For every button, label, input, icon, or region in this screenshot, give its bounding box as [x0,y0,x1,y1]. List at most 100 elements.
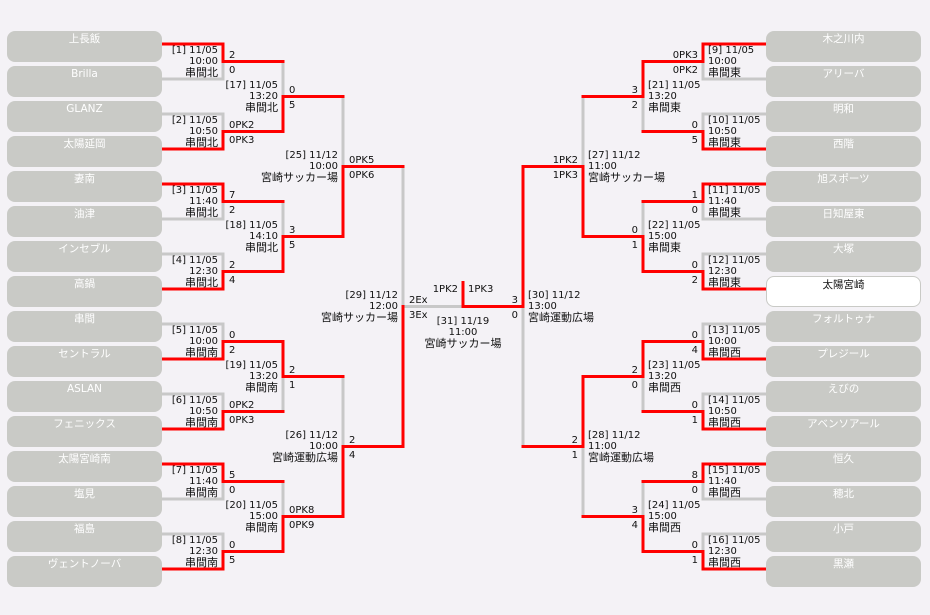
team-box[interactable]: 日知屋東 [766,206,921,237]
team-box[interactable]: 木之川内 [766,31,921,62]
match-time: 13:20 [249,370,278,382]
score: 4 [349,449,356,461]
score: 0PK8 [289,504,315,516]
team-box[interactable]: フォルトゥナ [766,311,921,342]
score: 2 [571,434,578,446]
match-number-date: [28] 11/12 [588,429,641,441]
match-venue: 串間北 [185,135,218,149]
team-box[interactable]: 黒瀬 [766,556,921,587]
score: 1PK2 [432,283,458,295]
match-venue: 串間南 [185,485,218,499]
match-time: 12:00 [369,300,398,312]
team-box[interactable]: 福島 [7,521,162,552]
score: 0 [691,204,698,216]
team-box[interactable]: GLANZ [7,101,162,132]
team-box[interactable]: インセブル [7,241,162,272]
score: 5 [691,134,698,146]
match-number-date: [8] 11/05 [171,534,218,546]
score: 5 [289,99,296,111]
score: 0PK6 [349,169,375,181]
team-box[interactable]: 明和 [766,101,921,132]
team-box[interactable]: ASLAN [7,381,162,412]
team-box[interactable]: 太陽延岡 [7,136,162,167]
score: 2 [631,99,638,111]
team-box[interactable]: 妻南 [7,171,162,202]
team-box[interactable]: アベンソアール [766,416,921,447]
score: 0 [691,119,698,131]
match-venue: 宮崎サッカー場 [321,310,398,324]
team-box[interactable]: セントラル [7,346,162,377]
match-time: 11:00 [588,440,617,452]
score: 7 [229,189,236,201]
team-box[interactable]: 旭スポーツ [766,171,921,202]
team-box[interactable]: 大塚 [766,241,921,272]
score: 0PK3 [229,414,255,426]
score: 5 [289,239,296,251]
match-time: 13:20 [249,90,278,102]
team-box[interactable]: 塩見 [7,486,162,517]
team-box[interactable]: アリーバ [766,66,921,97]
score: 1 [691,554,698,566]
team-box[interactable]: フェニックス [7,416,162,447]
match-time: 11:00 [448,326,478,338]
match-time: 11:40 [708,195,737,207]
match-number-date: [6] 11/05 [171,394,218,406]
match-number-date: [2] 11/05 [171,114,218,126]
team-box[interactable]: ヴェントノーバ [7,556,162,587]
match-time: 11:40 [708,475,737,487]
team-box[interactable]: Brilla [7,66,162,97]
score: 1PK3 [468,283,494,295]
team-box[interactable]: 小戸 [766,521,921,552]
score: 0 [229,64,236,76]
team-box[interactable]: えびの [766,381,921,412]
match-venue: 串間西 [648,380,681,394]
score: 4 [631,519,638,531]
match-time: 10:00 [189,55,218,67]
team-box[interactable]: プレジール [766,346,921,377]
score: 1 [691,189,698,201]
match-venue: 串間東 [648,100,681,114]
team-box[interactable]: 太陽宮崎南 [7,451,162,482]
team-box[interactable]: 高鍋 [7,276,162,307]
match-time: 15:00 [648,510,677,522]
team-box[interactable]: 恒久 [766,451,921,482]
match-number-date: [14] 11/05 [708,394,761,406]
match-number-date: [20] 11/05 [225,499,278,511]
score: 3 [631,504,638,516]
match-number-date: [27] 11/12 [588,149,641,161]
match-venue: 宮崎運動広場 [588,450,654,464]
score: 0PK9 [289,519,315,531]
team-box[interactable]: 西階 [766,136,921,167]
team-box[interactable]: 串間 [7,311,162,342]
match-time: 13:20 [648,90,677,102]
match-number-date: [1] 11/05 [171,44,218,56]
match-number-date: [21] 11/05 [648,79,701,91]
match-venue: 串間東 [708,135,741,149]
match-venue: 串間西 [708,555,741,569]
score: 0 [229,329,236,341]
score: 2 [289,364,296,376]
score: 2 [229,344,236,356]
match-number-date: [4] 11/05 [171,254,218,266]
team-box[interactable]: 太陽宮崎 [766,276,921,307]
team-box[interactable]: 穂北 [766,486,921,517]
team-box[interactable]: 油津 [7,206,162,237]
team-box[interactable]: 上長飯 [7,31,162,62]
match-venue: 串間北 [185,275,218,289]
score: 2 [229,49,236,61]
score: 0PK5 [349,154,375,166]
score: 1 [691,414,698,426]
